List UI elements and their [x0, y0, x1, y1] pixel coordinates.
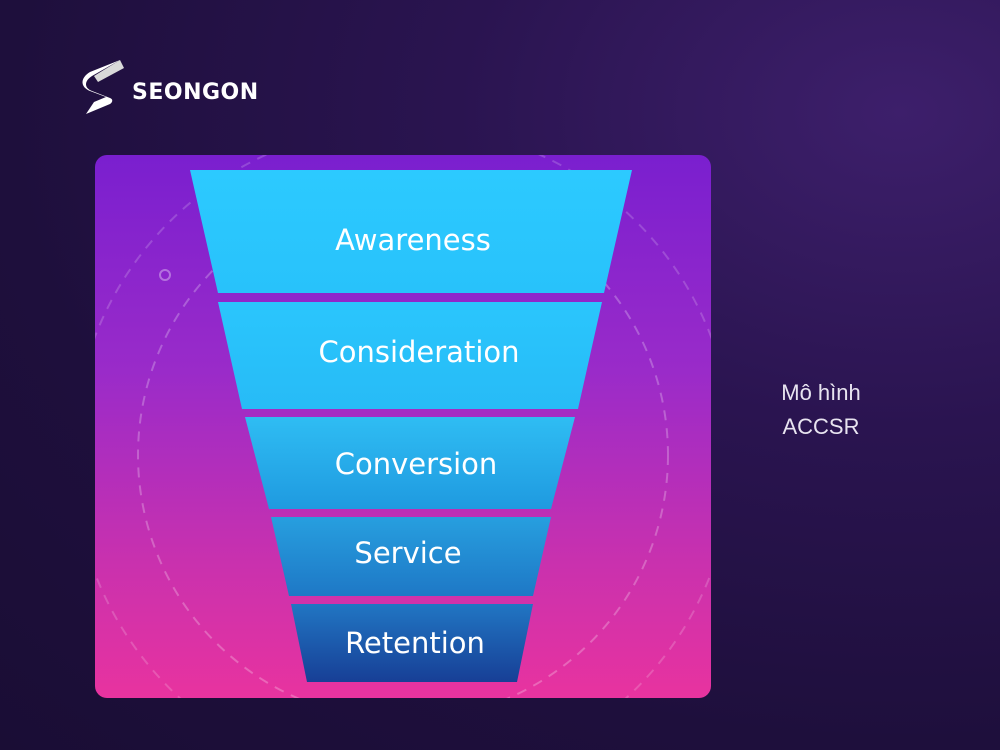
seongon-logo-icon — [82, 60, 124, 114]
funnel-stage-conversion — [245, 417, 575, 509]
stage-label-conversion: Conversion — [335, 447, 498, 481]
funnel-stage-consideration — [218, 302, 602, 409]
stage-label-awareness: Awareness — [335, 223, 491, 257]
funnel-diagram: Awareness Consideration Conversion Servi… — [95, 155, 711, 698]
caption-line-2: ACCSR — [782, 414, 860, 439]
stage-label-retention: Retention — [345, 626, 485, 660]
stage-label-consideration: Consideration — [318, 335, 519, 369]
funnel-stage-retention — [291, 604, 533, 682]
brand-logo: SEONGON — [80, 58, 259, 116]
model-caption: Mô hình ACCSR — [760, 376, 882, 444]
funnel-stage-awareness — [190, 170, 632, 293]
funnel-stage-service — [271, 517, 551, 596]
funnel-card: Awareness Consideration Conversion Servi… — [95, 155, 711, 698]
stage-label-service: Service — [354, 536, 461, 570]
caption-line-1: Mô hình — [781, 380, 861, 405]
brand-name: SEONGON — [132, 79, 259, 105]
